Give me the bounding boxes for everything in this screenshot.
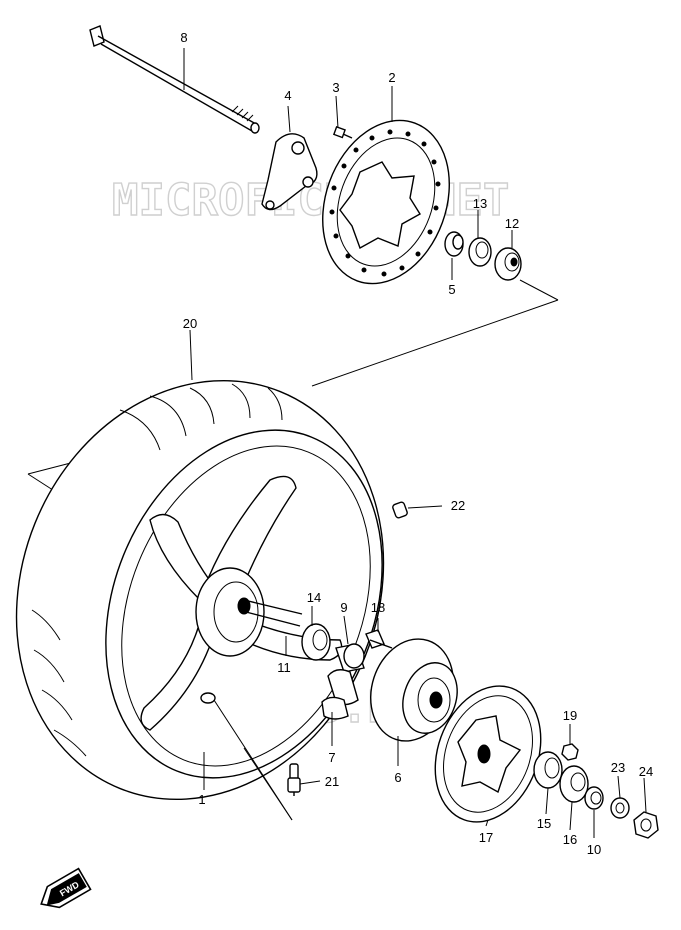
sprocket-nut	[561, 743, 579, 761]
drum-collar	[559, 765, 589, 803]
callout-17: 17	[479, 830, 493, 845]
callout-3: 3	[332, 80, 339, 95]
callout-20: 20	[183, 316, 197, 331]
brake-disc	[322, 119, 450, 285]
caliper-bracket	[261, 133, 318, 211]
callout-16: 16	[563, 832, 577, 847]
callout-2: 2	[388, 70, 395, 85]
callout-15: 15	[537, 816, 551, 831]
rear-sprocket	[434, 685, 542, 823]
drum-bearing	[533, 751, 563, 789]
mount-bolt	[365, 629, 393, 649]
leader-lines	[183, 48, 647, 838]
axle-nut	[633, 811, 659, 839]
rim-valve-hole	[200, 692, 216, 704]
callout-9: 9	[340, 600, 347, 615]
callout-23: 23	[611, 760, 625, 775]
callout-24: 24	[639, 764, 653, 779]
callout-11: 11	[277, 660, 291, 675]
valve-cap	[392, 501, 408, 519]
callout-22: 22	[451, 498, 465, 513]
callout-12: 12	[505, 216, 519, 231]
callout-1: 1	[198, 792, 205, 807]
oil-seal	[468, 237, 492, 267]
callout-labels: 8 2 3 4 13 12 5 20 22 14 9 18 11 19 7 6 …	[180, 30, 653, 857]
callout-10: 10	[587, 842, 601, 857]
callout-5: 5	[448, 282, 455, 297]
callout-21: 21	[325, 774, 339, 789]
sprocket-spacer	[335, 643, 365, 673]
callout-7: 7	[328, 750, 335, 765]
axle-shaft	[89, 25, 260, 134]
wheel-bearing	[494, 247, 522, 281]
callout-19: 19	[563, 708, 577, 723]
rear-wheel	[15, 379, 385, 801]
axle-washer	[610, 797, 630, 819]
hub-spacer	[444, 231, 464, 257]
sprocket-drum	[370, 638, 458, 742]
callout-6: 6	[394, 770, 401, 785]
callout-14: 14	[307, 590, 321, 605]
fwd-direction-badge: FWD	[40, 867, 92, 909]
callout-8: 8	[180, 30, 187, 45]
callout-18: 18	[371, 600, 385, 615]
axle-spacer	[584, 786, 604, 810]
callout-4: 4	[284, 88, 291, 103]
disc-bolt	[332, 125, 353, 139]
tyre-valve	[287, 763, 301, 796]
axle-collar	[243, 599, 331, 661]
callout-13: 13	[473, 196, 487, 211]
cush-damper	[321, 669, 359, 720]
